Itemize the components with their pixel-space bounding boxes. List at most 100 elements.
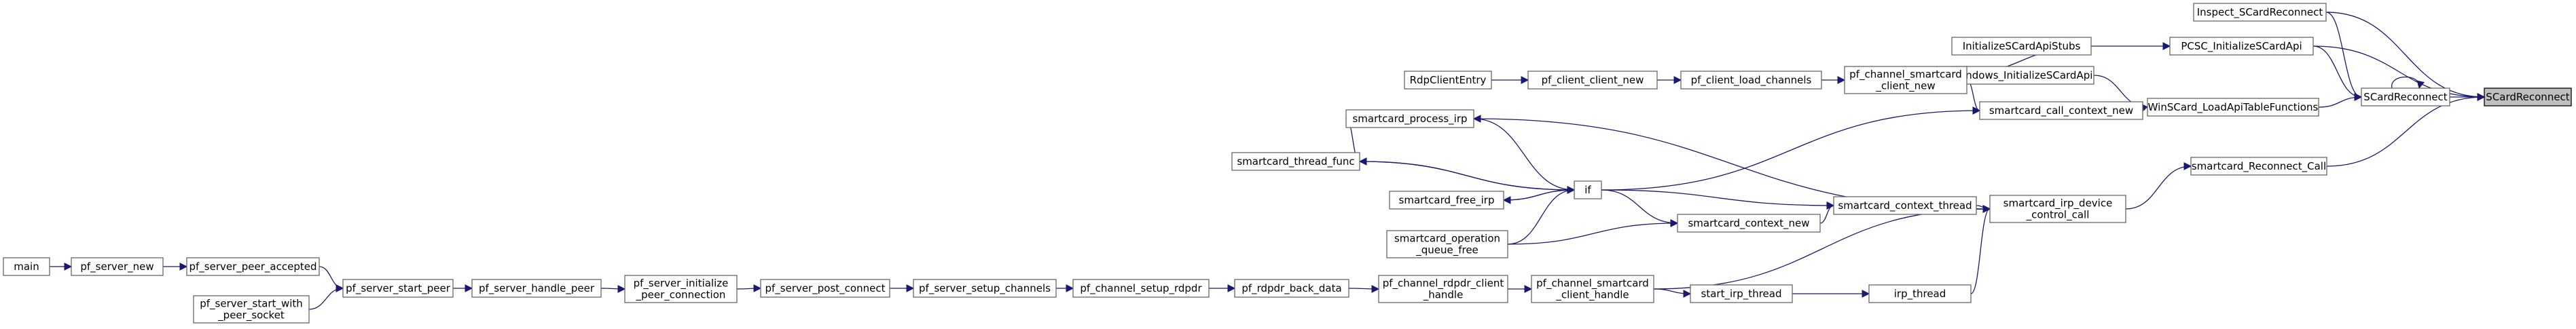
node-label: _control_call [2026,209,2090,222]
edge-smartcard-irp-device-irp-thread [1970,205,1991,294]
node-pf-server-start-with-peer-socket[interactable]: pf_server_start_with_peer_socket [193,295,310,324]
edge-smartcard-free-irp-if [1502,189,1575,204]
edge-smartcard-call-context-new-pf-channel-smartcard-client-new [1966,79,1981,115]
node-label: WinSCard_LoadApiTableFunctions [2148,101,2319,114]
node-label: _peer_connection [636,289,726,302]
node-pf-channel-smartcard-client-new[interactable]: pf_channel_smartcard_client_new [1844,66,1967,94]
edge-scardreconnect-root-inspect [2325,12,2486,101]
node-label: pf_server_start_with [200,298,303,311]
node-label: Inspect_SCardReconnect [2197,6,2323,19]
node-winscard-load[interactable]: WinSCard_LoadApiTableFunctions [2147,98,2319,117]
edge-pf-server-initialize-peer-connection-pf-server-handle-peer [600,285,626,293]
node-label: pf_server_setup_channels [919,282,1051,295]
node-pf-server-start-peer[interactable]: pf_server_start_peer [342,279,454,298]
node-pf-server-handle-peer[interactable]: pf_server_handle_peer [471,279,602,298]
node-label: pf_server_new [80,260,153,273]
node-initialize-stubs[interactable]: InitializeSCardApiStubs [1951,37,2092,56]
node-label: _handle [1423,289,1464,302]
node-if[interactable]: if [1574,180,1602,199]
node-label: Windows_InitializeSCardApi [1953,69,2093,82]
node-pf-server-setup-channels[interactable]: pf_server_setup_channels [913,279,1057,298]
node-label: _client_new [1875,80,1935,93]
node-label: smartcard_context_thread [1838,199,1972,212]
node-start-irp-thread[interactable]: start_irp_thread [1690,284,1793,303]
node-label: pf_channel_smartcard [1849,69,1962,81]
node-pf-rdpdr-back-data[interactable]: pf_rdpdr_back_data [1234,279,1349,298]
node-pf-channel-smartcard-client-handle[interactable]: pf_channel_smartcard_client_handle [1531,275,1654,303]
node-main[interactable]: main [3,257,50,276]
node-windows-init[interactable]: Windows_InitializeSCardApi [1951,66,2094,85]
node-label: pf_rdpdr_back_data [1241,282,1341,295]
node-label: _client_handle [1555,289,1629,302]
edge-smartcard-process-irp-if [1472,115,1575,191]
node-label: smartcard_free_irp [1399,194,1495,207]
edge-smartcard-context-new-if [1601,189,1679,227]
node-smartcard-context-new[interactable]: smartcard_context_new [1677,214,1821,233]
node-label: start_irp_thread [1701,288,1782,301]
node-pf-server-post-connect[interactable]: pf_server_post_connect [760,279,890,298]
node-label: PCSC_InitializeSCardApi [2181,40,2302,53]
edge-pf-server-start-peer-pf-server-peer-accepted [319,266,344,292]
edge-scardreconnect-scardreconnect [2391,76,2425,90]
node-pf-server-initialize-peer-connection[interactable]: pf_server_initialize_peer_connection [624,275,738,303]
node-pf-channel-rdpdr-client-handle[interactable]: pf_channel_rdpdr_client_handle [1378,275,1508,303]
node-smartcard-reconnect-call[interactable]: smartcard_Reconnect_Call [2190,157,2327,176]
edge-smartcard-reconnect-call-smartcard-irp-device [2125,162,2192,210]
node-smartcard-call-context-new[interactable]: smartcard_call_context_new [1979,101,2143,120]
node-label: if [1584,184,1591,196]
node-label: irp_thread [1894,288,1946,301]
node-label: pf_server_peer_accepted [189,260,317,273]
node-label: smartcard_Reconnect_Call [2192,160,2326,173]
node-smartcard-free-irp[interactable]: smartcard_free_irp [1389,191,1504,210]
node-inspect[interactable]: Inspect_SCardReconnect [2193,3,2327,22]
node-label: pf_server_post_connect [765,282,886,295]
node-label: pf_client_load_channels [1691,74,1812,87]
node-label: pf_server_start_peer [346,282,451,295]
node-label: smartcard_irp_device [2003,197,2113,210]
node-label: smartcard_context_new [1688,217,1809,230]
node-smartcard-operation-queue-free[interactable]: smartcard_operation_queue_free [1386,230,1508,258]
edge-winscard-load-smartcard-call-context-new [2140,103,2149,111]
node-label: pf_client_client_new [1542,74,1644,87]
edge-if-smartcard-thread-func [1359,161,1576,194]
node-pcsc-init[interactable]: PCSC_InitializeSCardApi [2169,37,2314,56]
node-pf-server-peer-accepted[interactable]: pf_server_peer_accepted [186,257,320,276]
edge-start-irp-thread-pf-channel-smartcard-client-handle [1653,288,1692,298]
node-label: pf_channel_setup_rdpdr [1080,282,1202,295]
edge-smartcard-call-context-new-if [1601,107,1981,191]
edge-pf-server-start-peer-pf-server-start-with-peer-socket [308,284,344,310]
edge-smartcard-context-thread-smartcard-context-new [1819,201,1835,224]
node-label: _peer_socket [217,309,285,322]
node-smartcard-context-thread[interactable]: smartcard_context_thread [1833,196,1977,215]
node-label: pf_channel_rdpdr_client [1383,277,1504,290]
node-label: RdpClientEntry [1410,74,1487,86]
edge-smartcard-context-thread-if [1601,189,1835,210]
node-pf-channel-setup-rdpdr[interactable]: pf_channel_setup_rdpdr [1072,279,1210,298]
node-label: pf_channel_smartcard [1536,277,1649,290]
node-rdpclient-entry[interactable]: RdpClientEntry [1404,71,1492,90]
node-scardreconnect[interactable]: SCardReconnect [2361,88,2450,107]
node-smartcard-process-irp[interactable]: smartcard_process_irp [1345,109,1474,128]
node-scardreconnect-root[interactable]: SCardReconnect [2484,88,2572,107]
node-label: smartcard_operation [1394,233,1500,246]
edge-scardreconnect-root-smartcard-reconnect-call [2326,93,2486,167]
nodes: SCardReconnect Inspect_SCardReconnectPCSC… [3,3,2572,324]
edge-scardreconnect-winscard-load [2318,93,2363,108]
node-label: pf_server_initialize [634,277,729,290]
node-smartcard-irp-device[interactable]: smartcard_irp_device_control_call [1989,195,2126,223]
node-pf-server-new[interactable]: pf_server_new [71,257,164,276]
edge-smartcard-irp-device-smartcard-context-thread [1976,205,1991,213]
edge-smartcard-irp-device-smartcard-process-irp [1473,118,1991,213]
node-label: SCardReconnect [2363,91,2448,103]
node-label: SCardReconnect [2486,91,2570,103]
node-irp-thread[interactable]: irp_thread [1868,284,1972,303]
node-label: main [14,260,39,273]
node-pf-client-client-new[interactable]: pf_client_client_new [1527,71,1658,90]
node-label: pf_server_handle_peer [479,282,595,295]
node-label: smartcard_process_irp [1352,113,1467,125]
node-label: smartcard_thread_func [1237,155,1354,168]
edge-scardreconnect-pcsc-init [2312,45,2363,101]
node-label: smartcard_call_context_new [1989,104,2133,117]
node-pf-client-load-channels[interactable]: pf_client_load_channels [1680,71,1822,90]
node-smartcard-thread-func[interactable]: smartcard_thread_func [1231,152,1360,171]
